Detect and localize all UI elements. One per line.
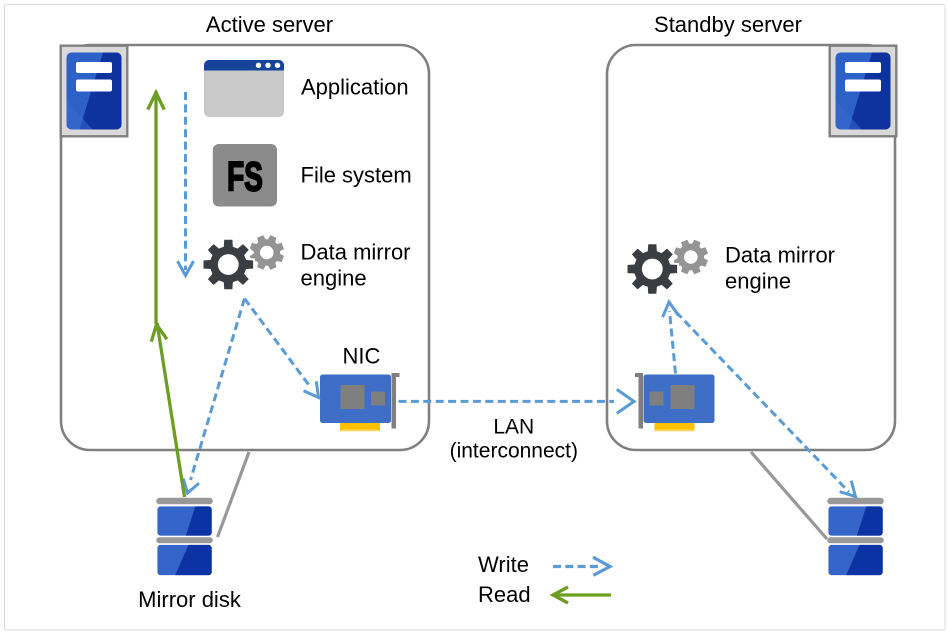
svg-text:Data mirror: Data mirror xyxy=(725,243,835,268)
svg-text:engine: engine xyxy=(725,269,791,294)
svg-text:NIC: NIC xyxy=(343,344,381,369)
svg-text:Write: Write xyxy=(478,552,529,577)
svg-text:Mirror disk: Mirror disk xyxy=(138,587,242,612)
svg-text:engine: engine xyxy=(301,265,367,290)
svg-text:File system: File system xyxy=(301,163,412,188)
svg-text:FS: FS xyxy=(227,154,263,200)
svg-text:Active server: Active server xyxy=(206,12,333,37)
svg-text:(interconnect): (interconnect) xyxy=(450,440,578,463)
svg-text:LAN: LAN xyxy=(493,416,534,439)
svg-text:Read: Read xyxy=(478,582,531,607)
svg-text:Application: Application xyxy=(301,75,409,100)
svg-text:Data mirror: Data mirror xyxy=(301,239,411,264)
svg-text:Standby server: Standby server xyxy=(654,12,802,37)
